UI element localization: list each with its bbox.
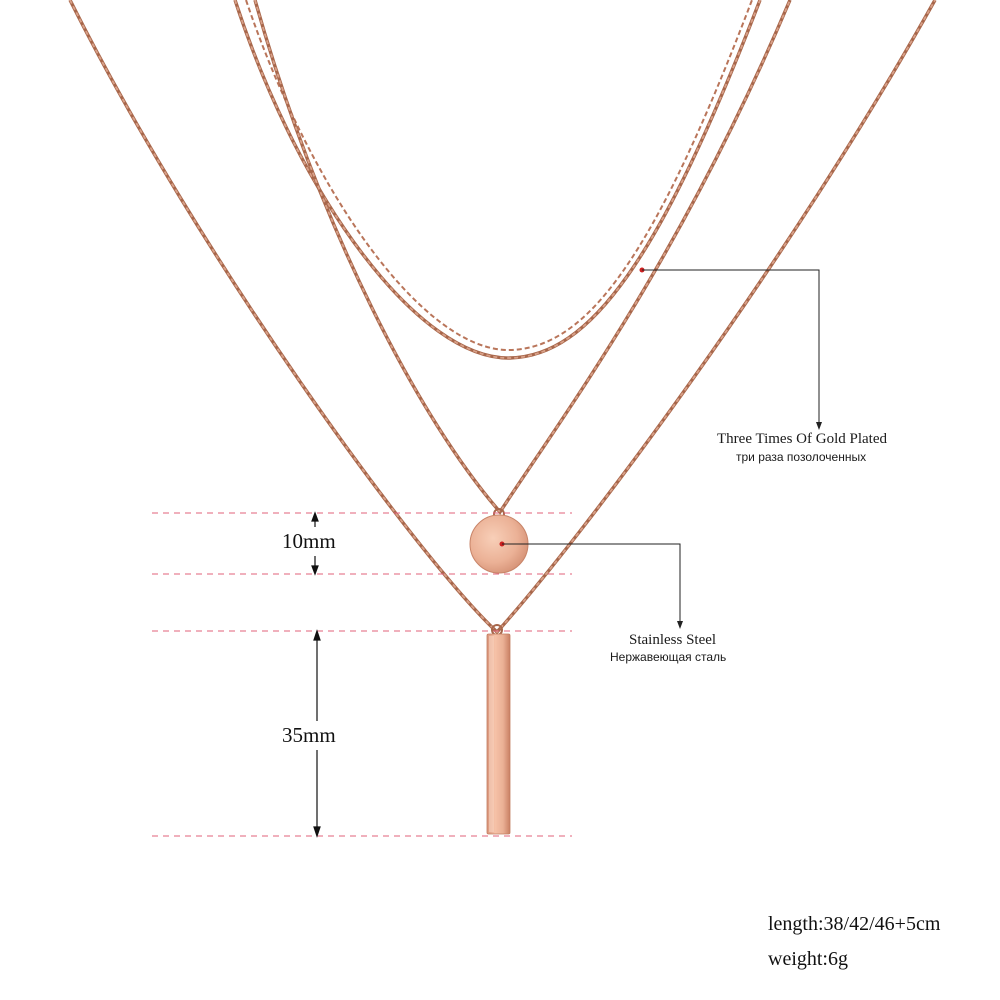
dimension-guides [152,512,572,837]
weight-spec: weight:6g [768,948,848,970]
bar-size-label: 35mm [282,721,336,750]
length-spec: length:38/42/46+5cm [768,913,941,935]
chain-short [233,0,762,360]
plating-label-ru: три раза позолоченных [736,450,867,464]
material-label-ru: Нержавеющая сталь [610,650,727,664]
chain-middle [253,0,792,515]
callout-plating-line [639,267,822,430]
bar-pendant [486,624,511,835]
disc-pendant [469,508,529,574]
material-label: Stainless Steel [629,632,717,648]
plating-label: Three Times Of Gold Plated [717,431,887,447]
callout-material-line [499,541,683,629]
disc-size-label: 10mm [282,527,336,556]
chain-long [68,0,937,635]
